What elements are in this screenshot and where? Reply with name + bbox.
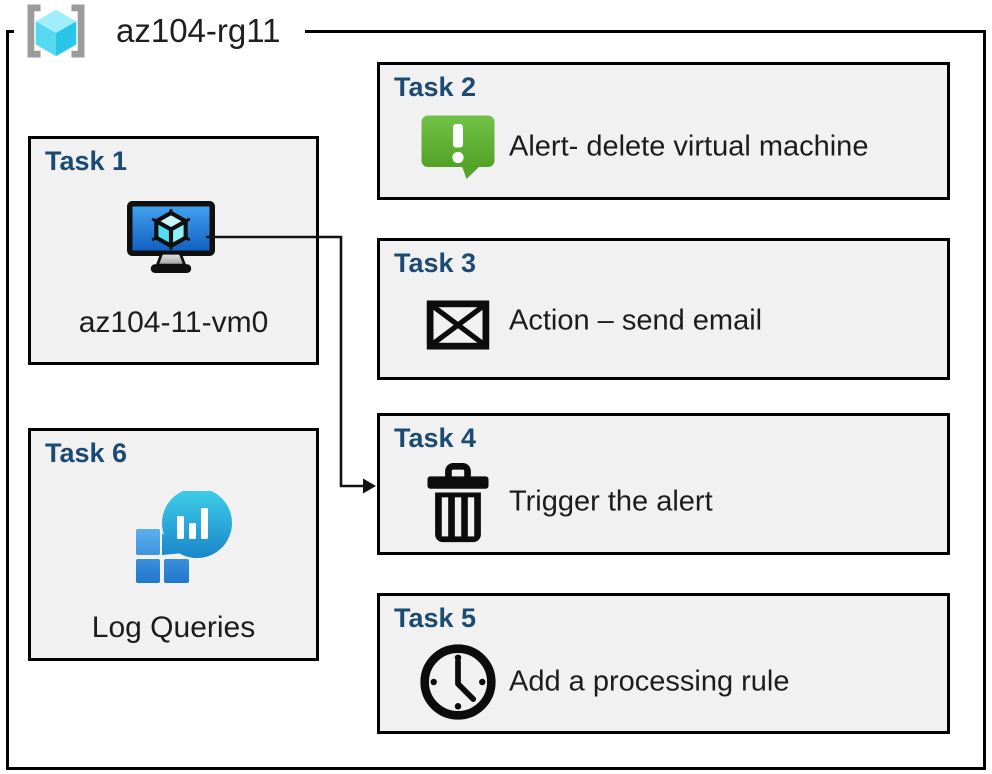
task-card-task4: Task 4 Trigger the alert (377, 413, 950, 555)
resource-group-label: az104-rg11 (14, 1, 305, 61)
log-analytics-icon (136, 491, 232, 583)
virtual-machine-icon (127, 201, 215, 273)
task5-label: Add a processing rule (509, 665, 790, 698)
task4-title: Task 4 (394, 423, 477, 453)
resource-group-icon (27, 4, 85, 58)
task3-title: Task 3 (394, 248, 477, 278)
task-card-task3: Task 3 Action – send email (377, 238, 950, 380)
task1-label: az104-11-vm0 (78, 306, 269, 339)
task2-title: Task 2 (394, 72, 477, 102)
email-icon (426, 300, 490, 350)
task4-label: Trigger the alert (509, 485, 713, 518)
task1-title: Task 1 (45, 146, 128, 176)
trash-icon (427, 463, 489, 543)
task3-label: Action – send email (509, 304, 763, 337)
resource-group-name: az104-rg11 (116, 12, 281, 49)
task6-title: Task 6 (45, 438, 128, 468)
task-card-task1: Task 1 az104-11-vm0 (28, 136, 319, 365)
task-card-task6: Task 6 Log Queries (28, 428, 319, 661)
task2-label: Alert- delete virtual machine (509, 130, 869, 163)
task-card-task5: Task 5 Add a processing rule (377, 593, 950, 734)
alert-icon (421, 115, 495, 179)
task5-title: Task 5 (394, 603, 477, 633)
task6-label: Log Queries (91, 611, 256, 644)
task-card-task2: Task 2 Alert- delete virtual machine (377, 62, 950, 200)
clock-icon (420, 644, 496, 720)
